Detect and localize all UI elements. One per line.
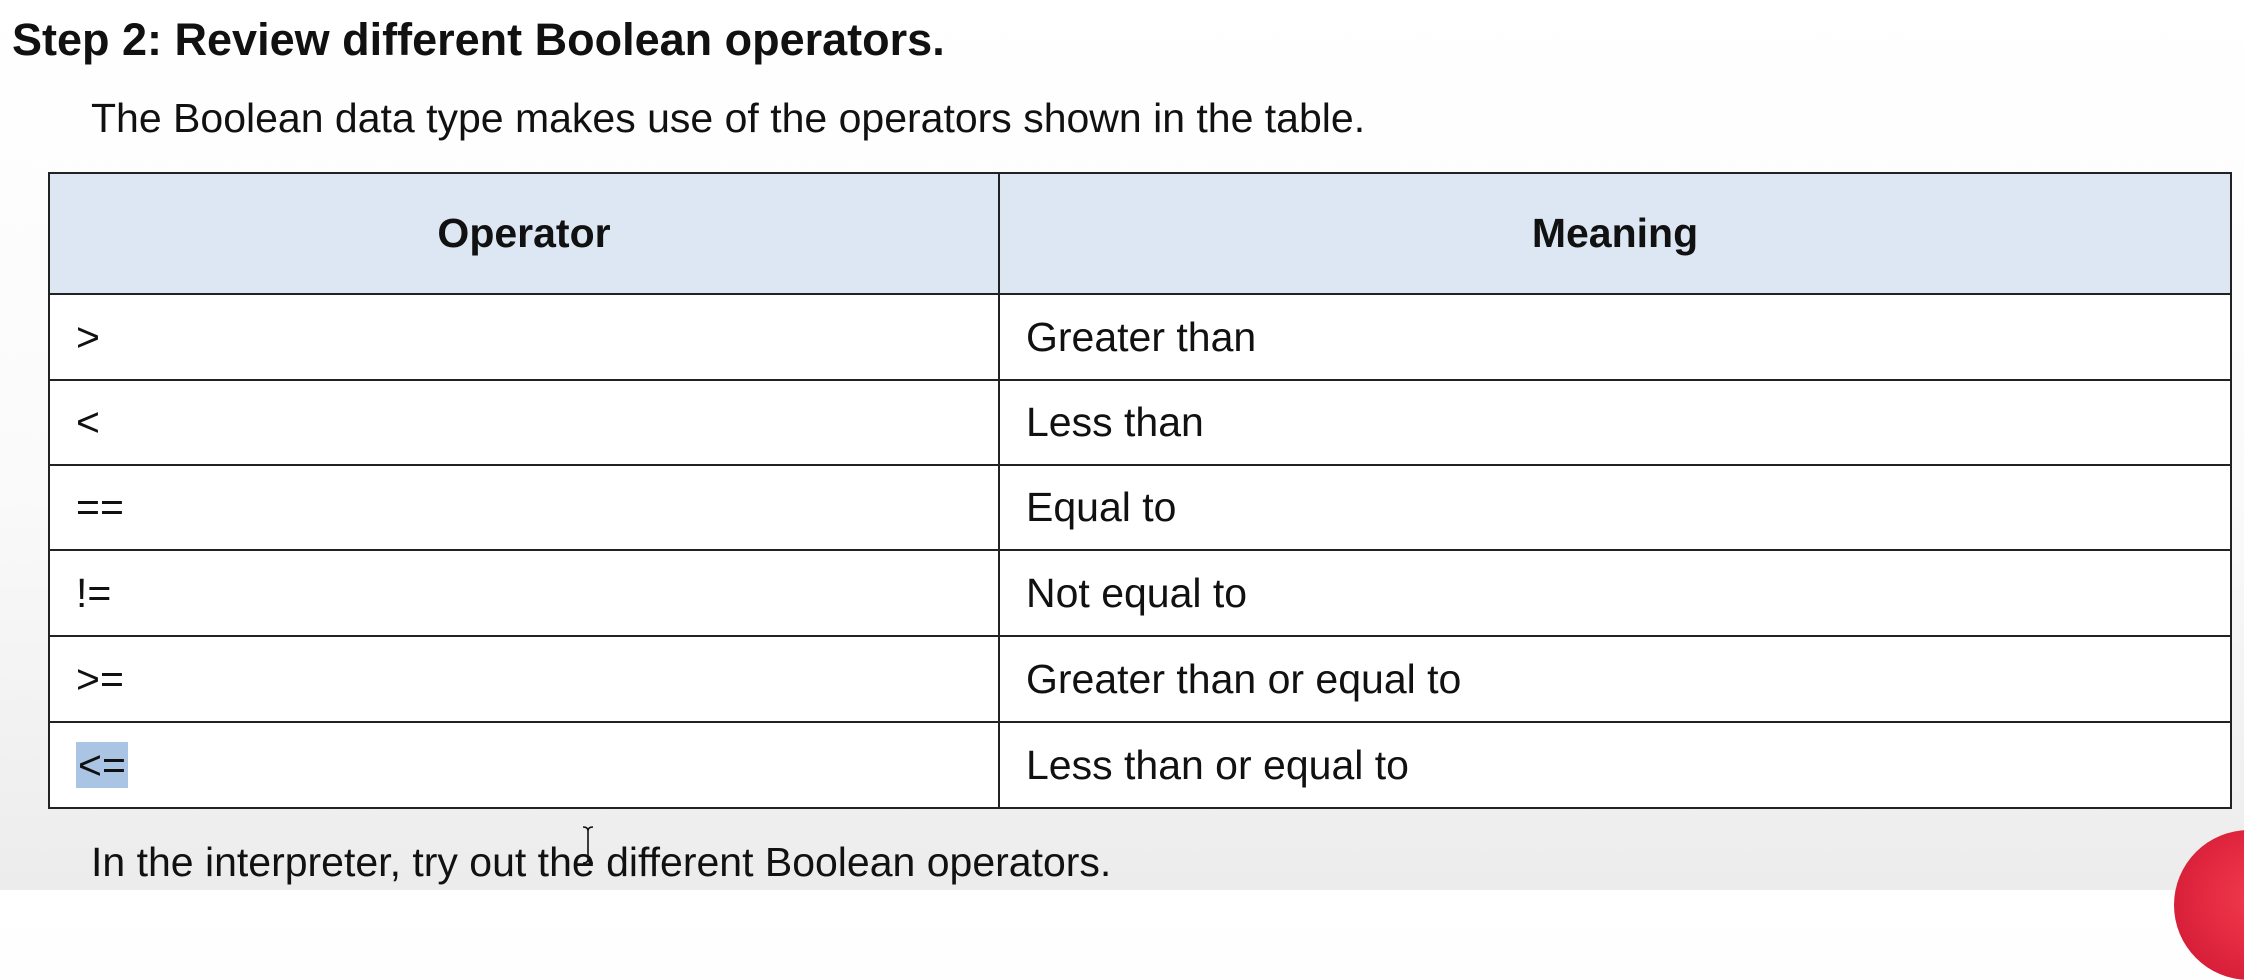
meaning-cell[interactable]: Greater than or equal to xyxy=(998,635,2232,723)
operator-cell[interactable]: < xyxy=(48,379,1000,466)
i-beam-cursor-icon xyxy=(582,826,594,864)
meaning-cell[interactable]: Equal to xyxy=(998,464,2232,551)
presenter-overlay xyxy=(2174,830,2244,980)
meaning-cell[interactable]: Greater than xyxy=(998,293,2232,381)
table-row: >= Greater than or equal to xyxy=(48,635,2232,723)
operator-cell[interactable]: >= xyxy=(48,635,1000,723)
header-operator: Operator xyxy=(48,172,1000,295)
header-meaning: Meaning xyxy=(998,172,2232,295)
operators-table: Operator Meaning > Greater than < Less t… xyxy=(48,172,2232,809)
selected-text-highlight[interactable]: <= xyxy=(76,741,128,788)
table-row: != Not equal to xyxy=(48,549,2232,637)
operator-cell[interactable]: > xyxy=(48,293,1000,381)
table-row: > Greater than xyxy=(48,293,2232,381)
meaning-cell[interactable]: Not equal to xyxy=(998,549,2232,637)
table-header-row: Operator Meaning xyxy=(48,172,2232,295)
outro-text: In the interpreter, try out the differen… xyxy=(91,839,1112,885)
operator-cell[interactable]: == xyxy=(48,464,1000,551)
step-heading: Step 2: Review different Boolean operato… xyxy=(12,14,945,65)
table-row: == Equal to xyxy=(48,464,2232,551)
operator-cell[interactable]: != xyxy=(48,549,1000,637)
operator-cell-selected[interactable]: <= xyxy=(48,721,1000,809)
meaning-cell[interactable]: Less than xyxy=(998,379,2232,466)
intro-text: The Boolean data type makes use of the o… xyxy=(91,95,1366,141)
meaning-cell[interactable]: Less than or equal to xyxy=(998,721,2232,809)
table-row: < Less than xyxy=(48,379,2232,466)
table-row: <= Less than or equal to xyxy=(48,721,2232,809)
